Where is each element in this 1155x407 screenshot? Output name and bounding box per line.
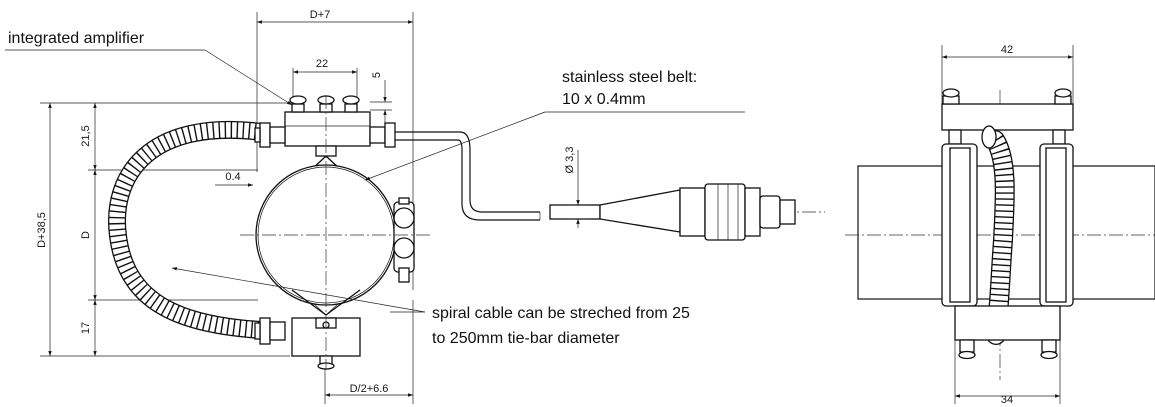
belt-tensioner — [393, 197, 415, 283]
dim-total-height: D+38,5 — [36, 212, 48, 248]
dim-top-height: 21,5 — [80, 125, 92, 146]
front-view: D+7 22 5 21,5 D+38,5 D 0.4 17 D/2+6.6 Ø … — [5, 9, 825, 404]
dim-half-width: D/2+6.6 — [350, 383, 389, 395]
lower-body — [254, 289, 361, 370]
front-centerlines — [240, 95, 430, 370]
side-view: 42 34 — [845, 44, 1155, 406]
dimension-lines — [48, 20, 413, 397]
dim-diameter: D — [80, 231, 92, 239]
dim-top-width: D+7 — [310, 9, 331, 21]
label-spiral-line1: spiral cable can be streched from 25 — [432, 305, 690, 322]
dim-side-top-width: 42 — [1001, 44, 1013, 56]
output-cable — [395, 131, 541, 221]
connector — [549, 150, 825, 241]
label-integrated-amplifier: integrated amplifier — [8, 30, 145, 47]
label-belt-line1: stainless steel belt: — [562, 69, 697, 86]
spiral-cable — [108, 120, 271, 339]
label-belt-line2: 10 x 0.4mm — [562, 91, 646, 108]
dim-cable-diameter: Ø 3,3 — [564, 147, 576, 174]
dim-bottom-height: 17 — [80, 322, 92, 334]
cable-glands-top — [254, 122, 396, 148]
dim-screw-height: 5 — [371, 72, 383, 78]
leader-lines — [5, 49, 745, 313]
dim-side-bottom-width: 34 — [1001, 394, 1013, 406]
label-spiral-line2: to 250mm tie-bar diameter — [432, 330, 620, 347]
amplifier-body — [284, 95, 371, 157]
dim-belt-thickness: 0.4 — [225, 171, 240, 183]
dim-screw-spacing: 22 — [316, 58, 328, 70]
